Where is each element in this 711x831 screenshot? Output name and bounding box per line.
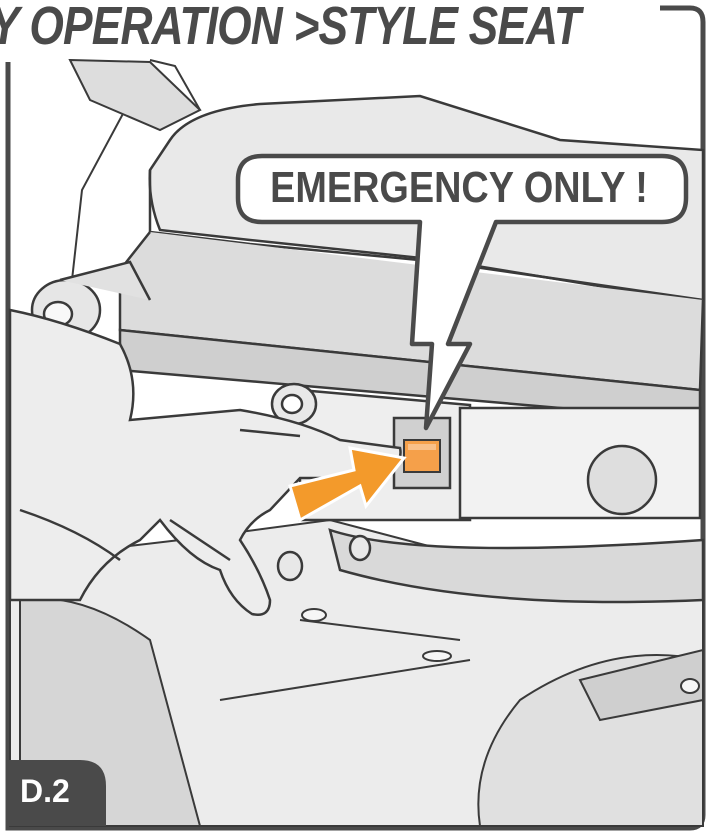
step-label: D.2 [20,771,70,811]
seat-block [32,96,703,420]
page-heading: Y OPERATION >STYLE SEAT [0,0,580,56]
emergency-button-icon [404,440,440,472]
callout-text: EMERGENCY ONLY ! [270,160,640,216]
